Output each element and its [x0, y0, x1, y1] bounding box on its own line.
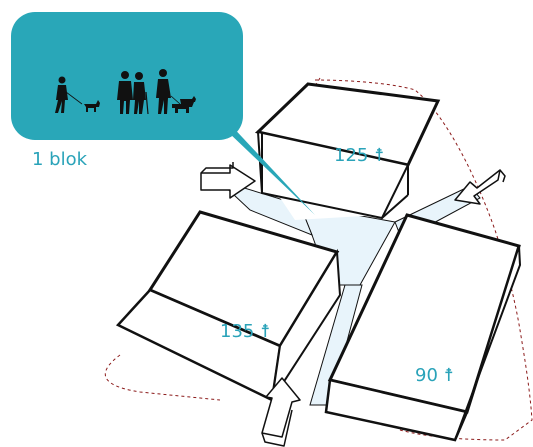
- block-west-count: 135☨: [220, 321, 270, 342]
- arrow-south-icon: [261, 377, 301, 447]
- block-north-count: 125☨: [334, 145, 384, 166]
- block-west-count-value: 135: [220, 321, 255, 342]
- arrow-west-icon: [200, 162, 256, 199]
- walker-with-dog-icon: [55, 76, 100, 113]
- elderly-couple-icon: [117, 71, 149, 115]
- block-east: [324, 213, 522, 442]
- callout-pointer: [205, 110, 315, 215]
- block-east-count-value: 90: [415, 365, 438, 386]
- block-east-side: [454, 245, 522, 441]
- pedestrians-group: [55, 69, 196, 115]
- person-icon: ☨: [260, 321, 271, 342]
- block-east-count: 90☨: [415, 365, 454, 386]
- north-west-path: [217, 179, 313, 236]
- block-north-count-value: 125: [334, 145, 369, 166]
- person-with-dogs-icon: [156, 69, 196, 114]
- pedestrian-paths: [217, 179, 481, 406]
- arrow-east-icon: [454, 169, 506, 205]
- entry-arrows: [200, 162, 506, 447]
- callout-label: 1 blok: [32, 149, 88, 170]
- block-north: [254, 82, 441, 220]
- person-icon: ☨: [443, 365, 454, 386]
- person-icon: ☨: [374, 145, 385, 166]
- block-west-side: [271, 248, 342, 401]
- block-west: [115, 210, 342, 402]
